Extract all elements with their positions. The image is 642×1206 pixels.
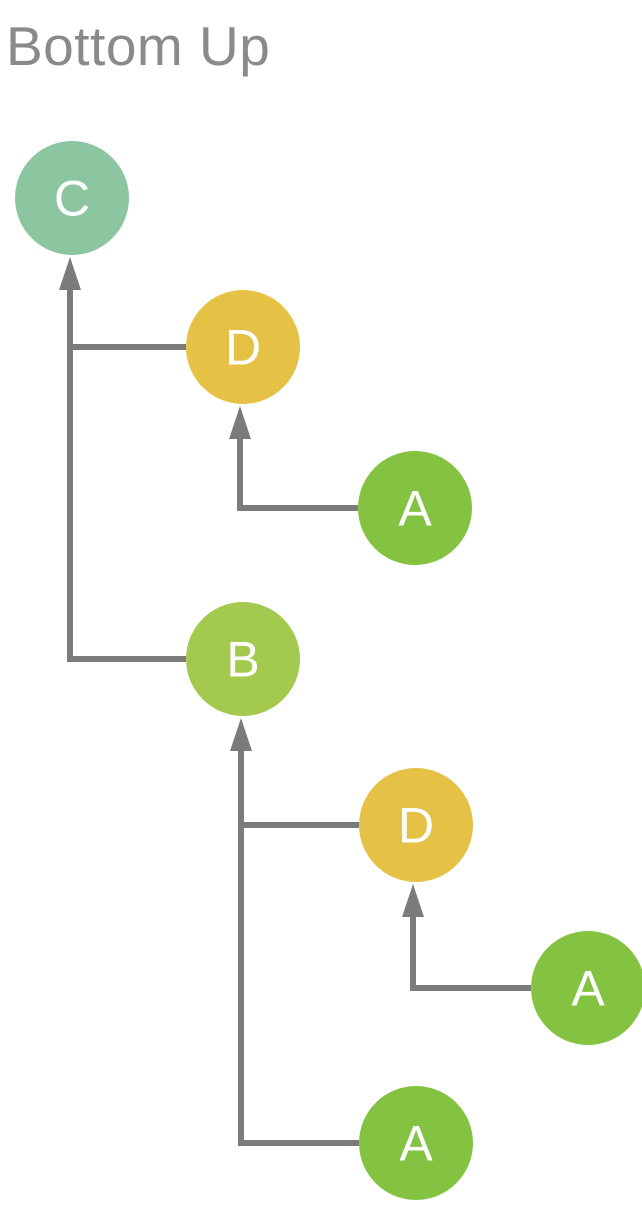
- connector-lines: [67, 288, 531, 1146]
- node-d-lower: D: [359, 768, 473, 882]
- edge-line-to-c: [67, 288, 186, 662]
- arrowhead-into-d1: [229, 406, 251, 439]
- node-a-right-circle: [531, 931, 642, 1045]
- node-a-upper: A: [358, 451, 472, 565]
- node-d-upper-circle: [186, 290, 300, 404]
- node-b: B: [186, 602, 300, 716]
- edge-line-a2-to-d2: [410, 915, 531, 991]
- edge-line-to-b: [238, 749, 359, 1146]
- arrowhead-into-b: [230, 718, 252, 751]
- node-c-label: C: [54, 171, 90, 227]
- node-c: C: [15, 141, 129, 255]
- node-a-bottom-label: A: [399, 1116, 433, 1172]
- node-d-lower-circle: [359, 768, 473, 882]
- node-a-upper-circle: [358, 451, 472, 565]
- node-c-circle: [15, 141, 129, 255]
- node-a-upper-label: A: [398, 481, 432, 537]
- page-title: Bottom Up: [6, 15, 271, 77]
- node-a-right-label: A: [571, 961, 605, 1017]
- node-a-bottom-circle: [359, 1086, 473, 1200]
- node-b-label: B: [226, 632, 259, 688]
- arrowhead-into-c: [59, 257, 81, 290]
- arrowheads: [59, 257, 424, 917]
- node-a-bottom: A: [359, 1086, 473, 1200]
- node-b-circle: [186, 602, 300, 716]
- arrowhead-into-d2: [402, 884, 424, 917]
- node-d-upper: D: [186, 290, 300, 404]
- node-d-lower-label: D: [398, 798, 434, 854]
- node-d-upper-label: D: [225, 320, 261, 376]
- edge-line-a1-to-d1: [237, 437, 358, 511]
- node-a-right: A: [531, 931, 642, 1045]
